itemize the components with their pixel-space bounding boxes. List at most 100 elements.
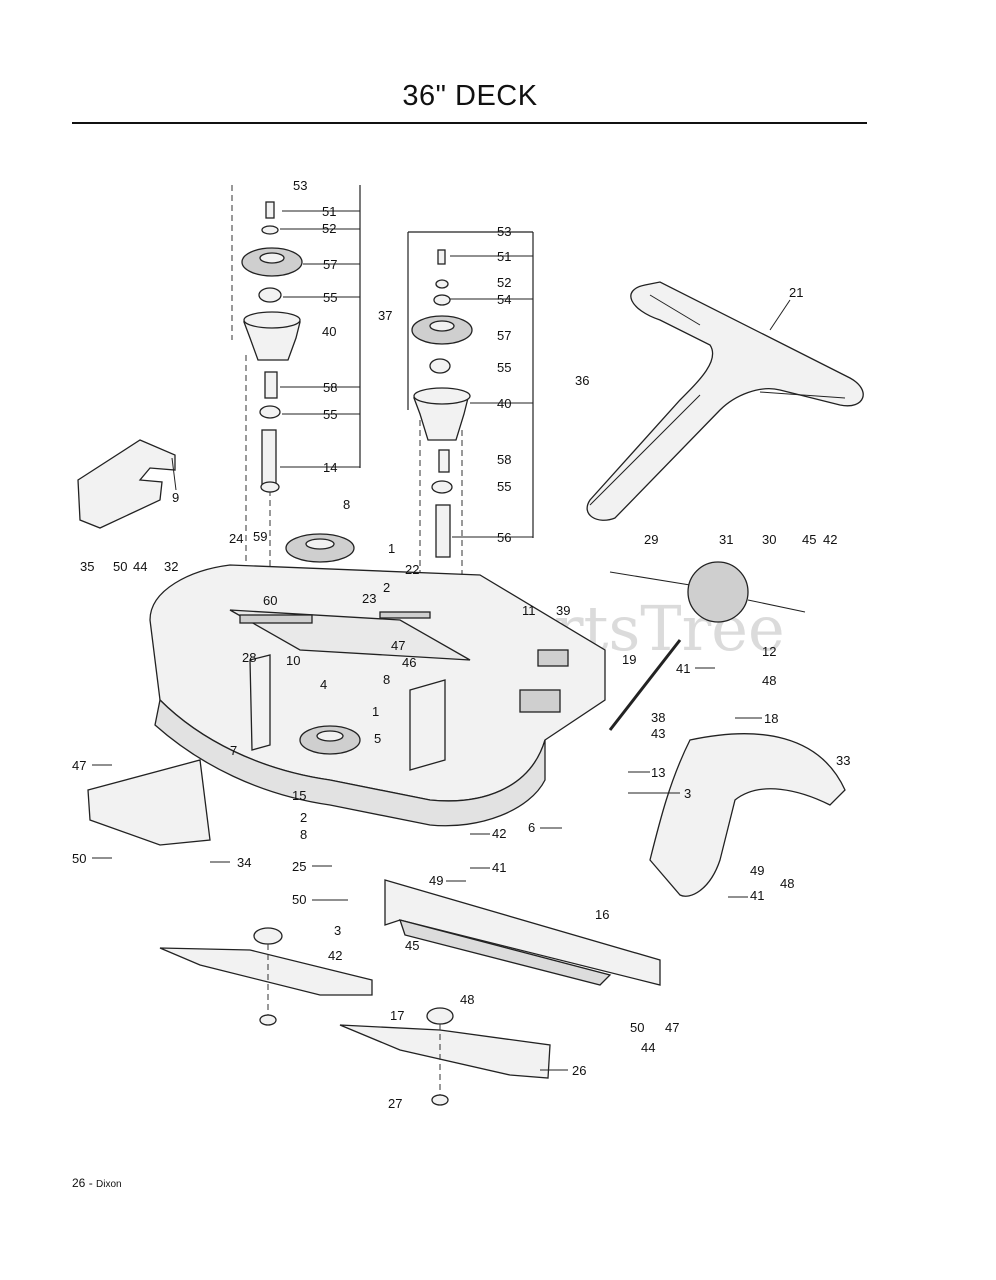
callout-40: 40: [322, 324, 336, 339]
callout-44: 44: [641, 1040, 655, 1055]
callout-27: 27: [388, 1096, 402, 1111]
callout-8: 8: [300, 827, 307, 842]
callout-32: 32: [164, 559, 178, 574]
callout-21: 21: [789, 285, 803, 300]
callout-28: 28: [242, 650, 256, 665]
callout-24: 24: [229, 531, 243, 546]
callout-55: 55: [323, 407, 337, 422]
callout-55: 55: [497, 479, 511, 494]
callout-50: 50: [72, 851, 86, 866]
belt-guard-bracket-part: [77, 439, 176, 529]
callout-44: 44: [133, 559, 147, 574]
callout-1: 1: [388, 541, 395, 556]
callout-52: 52: [497, 275, 511, 290]
callout-57: 57: [323, 257, 337, 272]
callout-7: 7: [230, 743, 237, 758]
mower-deck-housing: [149, 533, 606, 827]
callout-43: 43: [651, 726, 665, 741]
callout-47: 47: [665, 1020, 679, 1035]
footer-separator: -: [88, 1176, 93, 1190]
callout-36: 36: [575, 373, 589, 388]
callout-2: 2: [383, 580, 390, 595]
callout-3: 3: [684, 786, 691, 801]
footer-brand: Dixon: [96, 1179, 122, 1190]
callout-52: 52: [322, 221, 336, 236]
callout-30: 30: [762, 532, 776, 547]
callout-11: 11: [522, 603, 536, 618]
callout-48: 48: [460, 992, 474, 1007]
left-spindle-assembly: [231, 185, 361, 650]
callout-46: 46: [402, 655, 416, 670]
callout-51: 51: [497, 249, 511, 264]
callout-17: 17: [390, 1008, 404, 1023]
callout-labels: 53 51 52 57 55 40 58 55 14 8 59 1 2 23 2…: [72, 178, 850, 1111]
bolt-part: [437, 249, 446, 265]
callout-16: 16: [595, 907, 609, 922]
callout-47: 47: [391, 638, 405, 653]
roller-part: [687, 561, 749, 623]
callout-50: 50: [292, 892, 306, 907]
bearing-part: [258, 287, 282, 303]
spring-part: [239, 614, 313, 624]
side-plate-part: [87, 759, 211, 846]
callout-48: 48: [780, 876, 794, 891]
callout-42: 42: [328, 948, 342, 963]
washer-part: [261, 225, 279, 235]
page-footer: 26 - Dixon: [72, 1176, 122, 1190]
callout-49: 49: [429, 873, 443, 888]
callout-55: 55: [323, 290, 337, 305]
callout-8: 8: [343, 497, 350, 512]
callout-56: 56: [497, 530, 511, 545]
callout-19: 19: [622, 652, 636, 667]
discharge-chute-part: [649, 733, 846, 897]
callout-48: 48: [762, 673, 776, 688]
callout-8: 8: [383, 672, 390, 687]
callout-53: 53: [293, 178, 307, 193]
callout-34: 34: [237, 855, 251, 870]
callout-58: 58: [497, 452, 511, 467]
spindle-housing-part: [243, 321, 301, 361]
blade-right-part: [339, 1024, 551, 1079]
drive-belt-part: [586, 281, 864, 521]
callout-14: 14: [323, 460, 337, 475]
callout-15: 15: [292, 788, 306, 803]
spacer-part: [438, 449, 450, 473]
callout-38: 38: [651, 710, 665, 725]
callout-10: 10: [286, 653, 300, 668]
bolt-part: [265, 201, 275, 219]
spacer-part: [264, 371, 278, 399]
callout-41: 41: [676, 661, 690, 676]
callout-22: 22: [405, 562, 419, 577]
callout-42: 42: [823, 532, 837, 547]
callout-1: 1: [372, 704, 379, 719]
callout-4: 4: [320, 677, 327, 692]
callout-47: 47: [72, 758, 86, 773]
shaft-part: [435, 504, 451, 558]
page-number: 26: [72, 1176, 86, 1190]
callout-51: 51: [322, 204, 336, 219]
callout-6: 6: [528, 820, 535, 835]
callout-31: 31: [719, 532, 733, 547]
callout-18: 18: [764, 711, 778, 726]
callout-33: 33: [836, 753, 850, 768]
shaft-part: [261, 429, 277, 486]
callout-42: 42: [492, 826, 506, 841]
callout-23: 23: [362, 591, 376, 606]
callout-41: 41: [492, 860, 506, 875]
callout-60: 60: [263, 593, 277, 608]
page-title: 36" DECK: [402, 80, 538, 112]
callout-2: 2: [300, 810, 307, 825]
callout-57: 57: [497, 328, 511, 343]
callout-35: 35: [80, 559, 94, 574]
callout-55: 55: [497, 360, 511, 375]
callout-29: 29: [644, 532, 658, 547]
callout-5: 5: [374, 731, 381, 746]
callout-40: 40: [497, 396, 511, 411]
callout-53: 53: [497, 224, 511, 239]
callout-59: 59: [253, 529, 267, 544]
callout-3: 3: [334, 923, 341, 938]
callout-26: 26: [572, 1063, 586, 1078]
callout-9: 9: [172, 490, 179, 505]
bearing-part: [259, 405, 281, 419]
callout-25: 25: [292, 859, 306, 874]
